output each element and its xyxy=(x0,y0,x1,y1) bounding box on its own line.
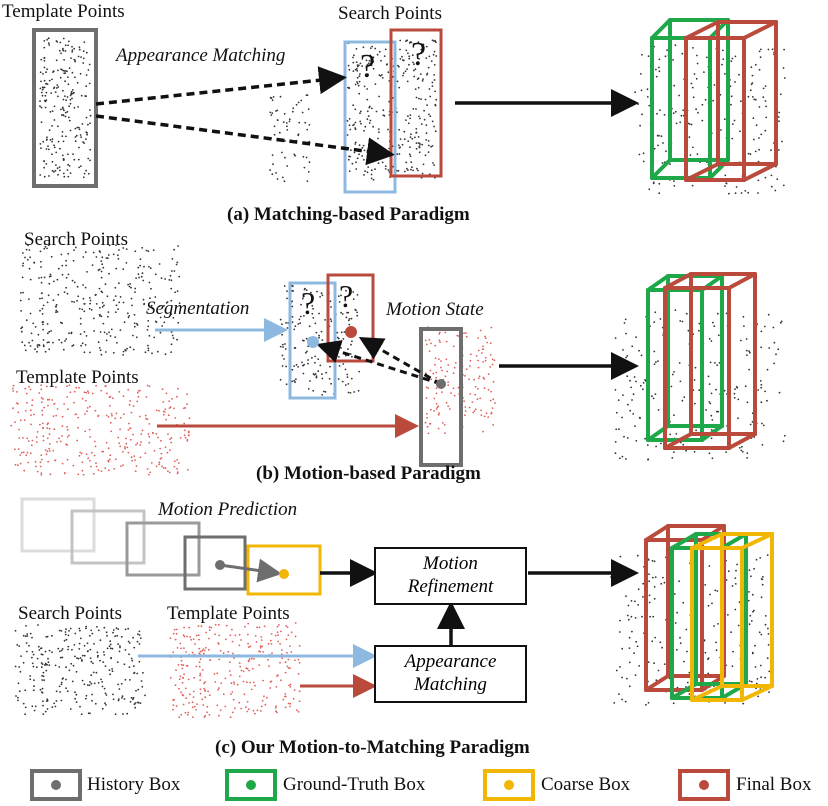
legend-coarse-swatch xyxy=(483,769,535,801)
legend-ground-truth-label: Ground-Truth Box xyxy=(283,774,426,795)
caption-c: (c) Our Motion-to-Matching Paradigm xyxy=(215,737,530,758)
legend xyxy=(30,769,730,801)
question-mark-a1: ? xyxy=(360,48,376,85)
final-center-dot-b xyxy=(345,326,357,338)
panel-a-search-label: Search Points xyxy=(338,3,442,24)
legend-coarse-label: Coarse Box xyxy=(541,774,631,795)
segmentation-label: Segmentation xyxy=(146,298,250,319)
motion-arrow-1 xyxy=(316,340,442,386)
motion-state-label: Motion State xyxy=(386,299,484,320)
final-box-3d-a xyxy=(684,20,778,182)
legend-history-swatch xyxy=(30,769,82,801)
matching-arrow-upper xyxy=(95,66,347,106)
coarse-center-dot xyxy=(279,569,289,579)
question-mark-b2: ? xyxy=(339,278,354,314)
history-frame-4 xyxy=(183,535,247,591)
appearance-matching-line1: Appearance xyxy=(404,651,497,673)
motion-arrow-2 xyxy=(358,337,442,386)
motion-prediction-arrow xyxy=(219,558,282,583)
caption-a: (a) Matching-based Paradigm xyxy=(227,204,470,225)
legend-final-label: Final Box xyxy=(736,774,812,795)
panel-c-search-label: Search Points xyxy=(18,603,122,624)
search-points-cloud-a2 xyxy=(269,94,311,183)
question-mark-b1: ? xyxy=(301,285,316,321)
template-points-cloud-b xyxy=(10,384,191,476)
motion-refinement-line1: Motion xyxy=(423,553,478,575)
panel-a xyxy=(32,28,639,194)
appearance-matching-label: Appearance Matching xyxy=(116,45,286,66)
coarse-box-3d-c xyxy=(690,532,774,702)
panel-b-template-label: Template Points xyxy=(16,367,139,388)
template-box-a xyxy=(32,28,98,188)
panel-a-template-label: Template Points xyxy=(2,1,125,22)
history-frame-3 xyxy=(125,521,201,577)
panel-b xyxy=(155,273,639,467)
legend-final-dot xyxy=(699,780,709,790)
caption-b: (b) Motion-based Paradigm xyxy=(256,463,481,484)
search-points-cloud-c xyxy=(14,624,146,716)
legend-ground-truth-swatch xyxy=(225,769,277,801)
search-box-red-a xyxy=(389,28,443,178)
history-frame-1 xyxy=(20,497,96,553)
history-center-dot-c xyxy=(215,560,225,570)
search-box-blue-a xyxy=(343,40,397,194)
legend-history-label: History Box xyxy=(87,774,181,795)
appearance-matching-box: Appearance Matching xyxy=(374,645,527,703)
segment-center-dot xyxy=(307,336,319,348)
motion-prediction-label: Motion Prediction xyxy=(158,499,298,520)
legend-history-dot xyxy=(51,780,61,790)
question-mark-a2: ? xyxy=(411,36,427,73)
search-points-cloud-b xyxy=(19,244,181,356)
history-frame-2 xyxy=(70,509,146,565)
history-box-b xyxy=(419,327,463,467)
appearance-matching-line2: Matching xyxy=(414,674,487,695)
template-points-cloud-c xyxy=(169,622,301,719)
search-box-red-b xyxy=(326,273,375,363)
legend-final-swatch xyxy=(678,769,730,801)
3d-boxes xyxy=(644,18,778,702)
motion-refinement-box: Motion Refinement xyxy=(374,547,527,605)
motion-refinement-line2: Refinement xyxy=(407,576,494,597)
panel-b-search-label: Search Points xyxy=(24,229,128,250)
legend-ground-truth-dot xyxy=(246,780,256,790)
panel-c xyxy=(20,497,639,698)
final-box-3d-c xyxy=(644,524,726,692)
search-points-cloud-a xyxy=(346,39,438,181)
template-points-cloud-a xyxy=(39,37,92,179)
matching-arrow-lower xyxy=(95,114,395,166)
panel-c-template-label: Template Points xyxy=(167,603,290,624)
history-center-dot-b xyxy=(436,379,446,389)
legend-coarse-dot xyxy=(504,780,514,790)
final-box-3d-b xyxy=(663,272,757,450)
